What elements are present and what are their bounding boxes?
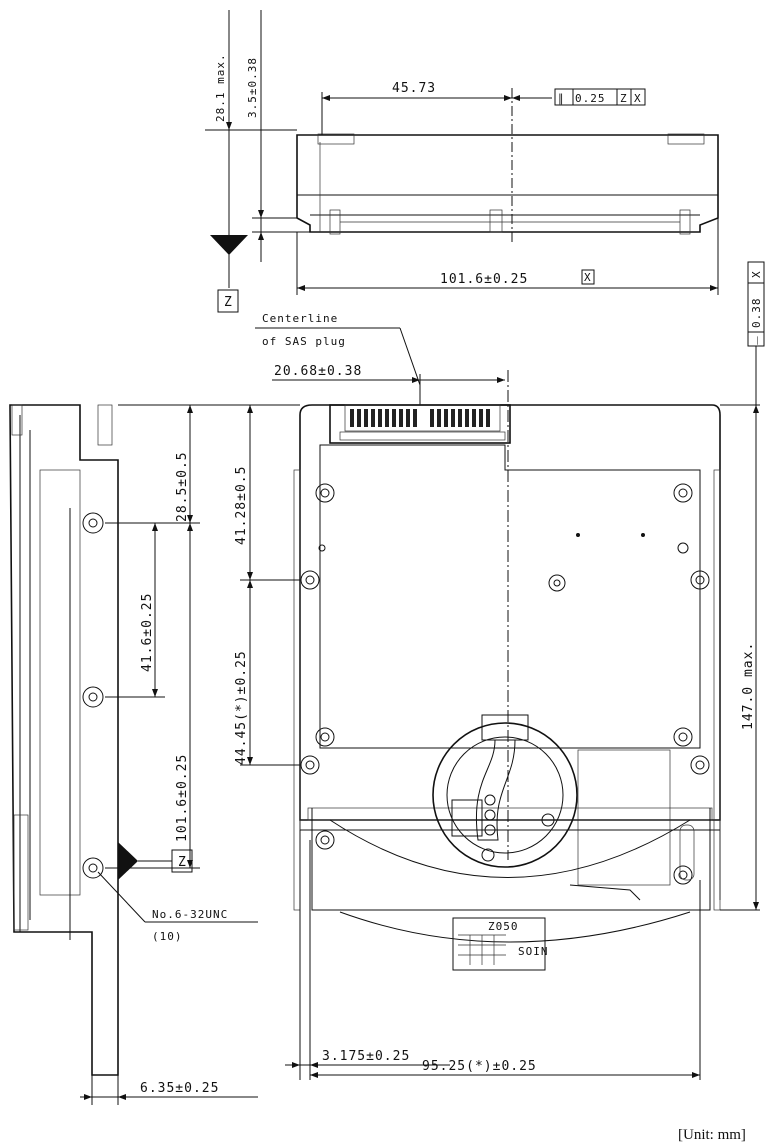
parallel-value: 0.25	[575, 92, 606, 105]
bottom-view: Centerline of SAS plug 20.68±0.38	[195, 312, 760, 1080]
flatness-frame: X 0.38 ⏤	[747, 261, 765, 405]
unit-note: [Unit: mm]	[678, 1127, 746, 1143]
parallel-symbol: ∥	[558, 92, 565, 105]
parallel-datum-z: Z	[620, 92, 628, 105]
mounting-holes	[300, 483, 710, 885]
flatness-symbol: ⏤	[750, 335, 763, 345]
datum-z-label-top: Z	[224, 295, 233, 310]
screw-qty: (10)	[152, 930, 183, 943]
datum-z-box	[217, 289, 239, 313]
dim-width-101-6: 101.6±0.25	[440, 272, 528, 287]
parallelism-frame: ∥ 0.25 Z X	[554, 88, 646, 106]
dim-offset-3-5: 3.5±0.38	[246, 57, 259, 118]
side-view: 28.5±0.5 41.6±0.25 101.6±0.25 No.6-32UNC…	[9, 404, 258, 1105]
dim-hole-c: 44.45(*)±0.25	[234, 650, 249, 765]
dim-hole-span-bottom: 95.25(*)±0.25	[422, 1059, 537, 1074]
dim-hole-span-side: 101.6±0.25	[175, 754, 190, 842]
label-code2: SOIN	[518, 945, 549, 958]
dim-45-73: 45.73	[392, 81, 436, 96]
sas-plug-label: of SAS plug	[262, 335, 346, 348]
dim-hole-pitch: 41.6±0.25	[140, 593, 155, 672]
screw-spec: No.6-32UNC	[152, 908, 228, 921]
dim-height-max: 28.1 max.	[214, 53, 227, 122]
top-view: 45.73 ∥ 0.25 Z X 28.1 max. 3.5±0.38 Z	[205, 10, 719, 313]
datum-z-label-side: Z	[178, 855, 187, 870]
dim-plug-offset: 20.68±0.38	[274, 364, 362, 379]
dim-hole-b: 41.28±0.5	[234, 466, 249, 545]
sas-connector-pins	[350, 409, 490, 427]
dim-length-max: 147.0 max.	[741, 642, 756, 730]
flatness-datum: X	[750, 270, 763, 278]
flatness-value: 0.38	[750, 298, 763, 329]
label-code: Z050	[488, 920, 519, 933]
datum-x-label: X	[584, 271, 592, 284]
parallel-datum-x: X	[634, 92, 642, 105]
product-label: Z050 SOIN	[452, 917, 549, 971]
dim-hole-a: 28.5±0.5	[175, 451, 190, 522]
datum-z-box-side	[171, 849, 193, 873]
dim-edge-offset: 3.175±0.25	[322, 1049, 410, 1064]
centerline-label: Centerline	[262, 312, 338, 325]
dim-bottom-offset: 6.35±0.25	[140, 1081, 219, 1096]
